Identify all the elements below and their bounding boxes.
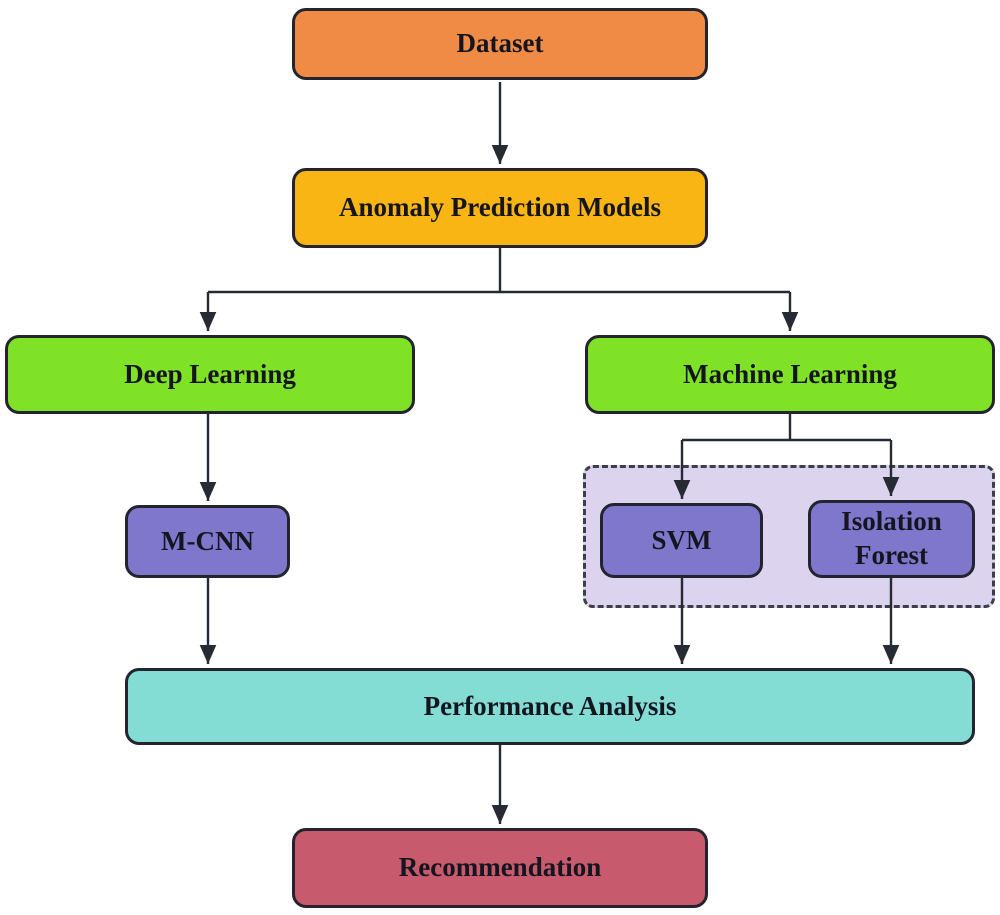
node-mcnn: M-CNN [125, 505, 290, 578]
node-machine-learning: Machine Learning [585, 335, 995, 414]
node-dataset: Dataset [292, 8, 708, 80]
node-svm: SVM [600, 503, 763, 578]
node-recommendation-label: Recommendation [398, 852, 602, 883]
node-machine-learning-label: Machine Learning [683, 358, 897, 389]
node-isolation-forest: Isolation Forest [808, 500, 975, 578]
node-anomaly-prediction-models-label: Anomaly Prediction Models [339, 192, 661, 223]
node-isolation-forest-label: Isolation Forest [841, 506, 942, 570]
node-dataset-label: Dataset [456, 28, 544, 59]
node-deep-learning-label: Deep Learning [124, 358, 296, 389]
node-performance-analysis: Performance Analysis [125, 668, 975, 745]
node-anomaly-prediction-models: Anomaly Prediction Models [292, 168, 708, 248]
node-svm-label: SVM [651, 524, 712, 555]
node-mcnn-label: M-CNN [161, 525, 254, 556]
node-performance-analysis-label: Performance Analysis [423, 690, 677, 721]
node-recommendation: Recommendation [292, 828, 708, 908]
node-deep-learning: Deep Learning [5, 335, 415, 414]
